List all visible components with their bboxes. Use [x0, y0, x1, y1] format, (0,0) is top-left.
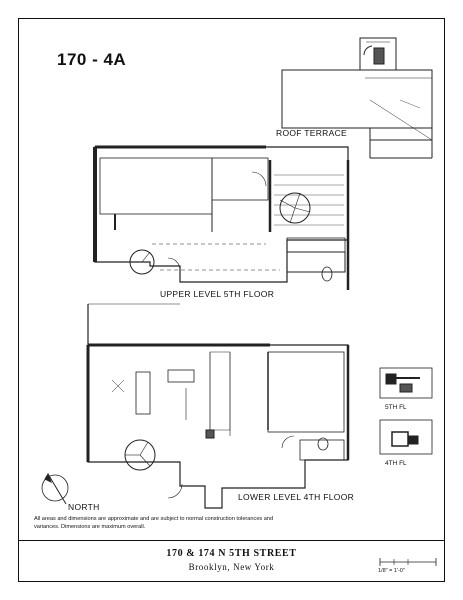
disclaimer-text: All areas and dimensions are approximate…: [34, 516, 274, 530]
scale-text: 1/8" = 1'-0": [378, 568, 405, 574]
roof-terrace-plan: [281, 37, 433, 159]
unit-title: 170 - 4A: [57, 50, 127, 69]
sheet-border: [18, 18, 445, 582]
lower-level-label: LOWER LEVEL 4TH FLOOR: [238, 492, 355, 502]
title-block-divider: [18, 540, 445, 541]
upper-level-plan: [93, 145, 350, 290]
address-street: 170 & 174 N 5TH STREET: [166, 548, 297, 559]
scale-bar: [379, 558, 437, 566]
key-plan-4th: [379, 419, 433, 455]
key-plan-5th: [379, 367, 433, 399]
key-plan-4th-label: 4TH FL: [385, 460, 407, 467]
key-plan-5th-label: 5TH FL: [385, 404, 407, 411]
address-city: Brooklyn, New York: [188, 562, 275, 572]
north-label: NORTH: [68, 502, 100, 512]
north-arrow: [41, 472, 69, 505]
roof-terrace-label: ROOF TERRACE: [276, 128, 347, 138]
upper-level-label: UPPER LEVEL 5TH FLOOR: [160, 289, 275, 299]
lower-level-plan: [86, 303, 350, 509]
